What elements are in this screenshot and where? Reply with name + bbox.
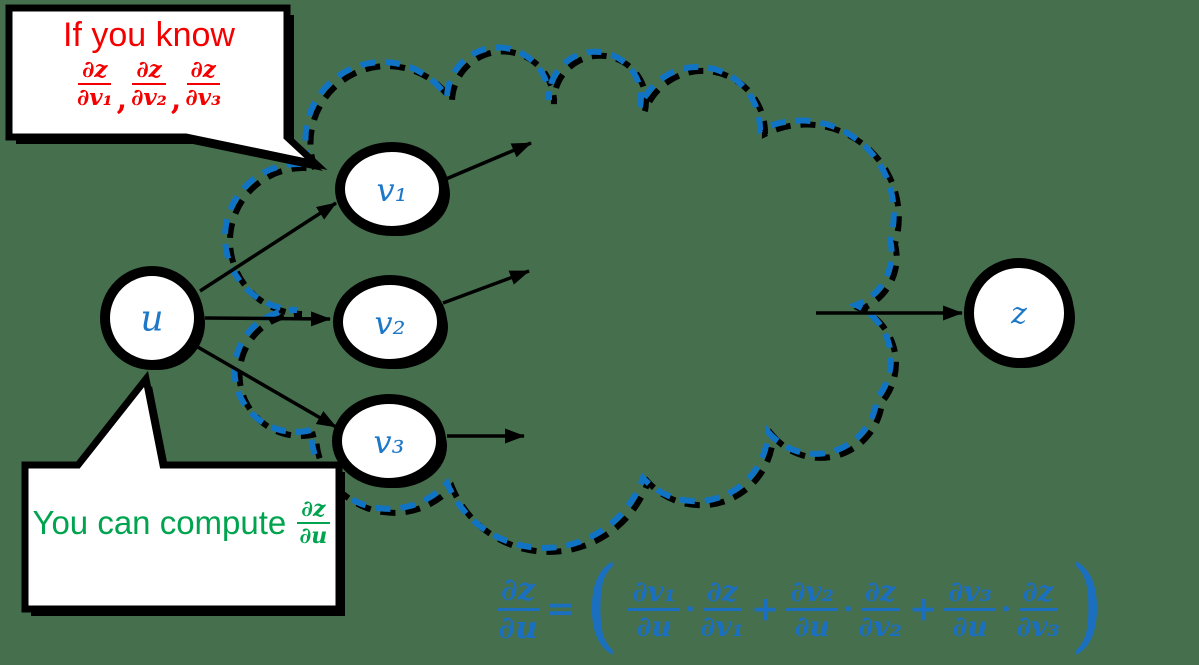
formula-term1-right: ∂z ∂v₁ xyxy=(700,577,744,641)
multiply-dot: · xyxy=(684,591,696,627)
frac-numerator: ∂z xyxy=(132,57,166,86)
frac-denominator: ∂v₃ xyxy=(185,84,222,112)
formula-lhs-fraction: ∂z ∂u xyxy=(497,573,540,646)
multiply-dot: · xyxy=(842,591,854,627)
frac-denominator: ∂v₁ xyxy=(700,609,744,643)
frac-numerator: ∂z xyxy=(1018,577,1058,611)
formula-term2-right: ∂z ∂v₂ xyxy=(858,577,902,641)
bubble-bottom-content: You can compute ∂z ∂u xyxy=(28,497,334,550)
separator-comma: , xyxy=(116,81,128,117)
node-v2-circle xyxy=(333,275,447,369)
node-v3-label: v₃ xyxy=(373,423,405,461)
arrow-u-v3 xyxy=(195,344,337,429)
plus-sign: + xyxy=(750,589,780,629)
frac-dz-dv2: ∂z ∂v₂ xyxy=(131,57,167,112)
node-u-circle xyxy=(100,266,204,370)
frac-numerator: ∂z xyxy=(186,57,220,86)
frac-numerator: ∂v₂ xyxy=(786,577,838,611)
frac-dz-dv1: ∂z ∂v₁ xyxy=(76,57,113,112)
frac-dz-du: ∂z ∂u xyxy=(297,497,330,550)
frac-denominator: ∂v₂ xyxy=(858,609,902,643)
frac-numerator: ∂z xyxy=(78,57,112,86)
frac-denominator: ∂u xyxy=(636,609,672,643)
frac-numerator: ∂z xyxy=(497,573,540,611)
arrow-v2-cloud xyxy=(442,269,530,305)
frac-denominator: ∂u xyxy=(299,523,328,550)
cloud-shadow xyxy=(227,48,902,555)
multiply-dot: · xyxy=(1000,591,1012,627)
frac-numerator: ∂v₁ xyxy=(628,577,680,611)
formula-term3-left: ∂v₃ ∂u xyxy=(944,577,996,641)
edges xyxy=(195,141,963,444)
node-v3-circle xyxy=(332,394,446,488)
bubble-top-fractions: ∂z ∂v₁ , ∂z ∂v₂ , ∂z ∂v₃ xyxy=(8,57,290,117)
frac-numerator: ∂z xyxy=(860,577,900,611)
arrow-v1-cloud xyxy=(445,141,532,181)
plus-sign: + xyxy=(908,589,938,629)
node-z-label: z xyxy=(1011,296,1027,332)
frac-numerator: ∂z xyxy=(702,577,742,611)
bubble-bottom-shape xyxy=(21,370,343,613)
bubble-bottom-text: You can compute xyxy=(32,504,287,542)
arrow-u-v2 xyxy=(204,311,331,327)
node-z-circle xyxy=(964,258,1074,368)
frac-dz-dv3: ∂z ∂v₃ xyxy=(185,57,222,112)
bubble-top-title: If you know xyxy=(63,16,235,54)
separator-comma: , xyxy=(170,81,182,117)
arrow-u-v1 xyxy=(199,201,337,293)
equals-sign: = xyxy=(546,589,575,629)
frac-denominator: ∂v₂ xyxy=(131,84,167,112)
chain-rule-formula: ∂z ∂u = ( ∂v₁ ∂u · ∂z ∂v₁ + ∂v₂ ∂u · ∂z … xyxy=(497,545,1104,664)
frac-denominator: ∂v₁ xyxy=(76,84,113,112)
frac-numerator: ∂z xyxy=(297,497,330,525)
node-u-label: u xyxy=(140,298,164,340)
node-v1-label: v₁ xyxy=(376,171,408,209)
formula-term3-right: ∂z ∂v₃ xyxy=(1016,577,1060,641)
formula-term1-left: ∂v₁ ∂u xyxy=(628,577,680,641)
frac-numerator: ∂v₃ xyxy=(944,577,996,611)
frac-denominator: ∂u xyxy=(498,609,538,646)
frac-denominator: ∂u xyxy=(794,609,830,643)
formula-term2-left: ∂v₂ ∂u xyxy=(786,577,838,641)
node-v2-label: v₂ xyxy=(374,304,406,342)
frac-denominator: ∂u xyxy=(952,609,988,643)
cloud-outline xyxy=(222,44,897,551)
frac-denominator: ∂v₃ xyxy=(1016,609,1060,643)
node-v1-circle xyxy=(335,142,449,236)
bubble-top-shape xyxy=(5,4,328,170)
